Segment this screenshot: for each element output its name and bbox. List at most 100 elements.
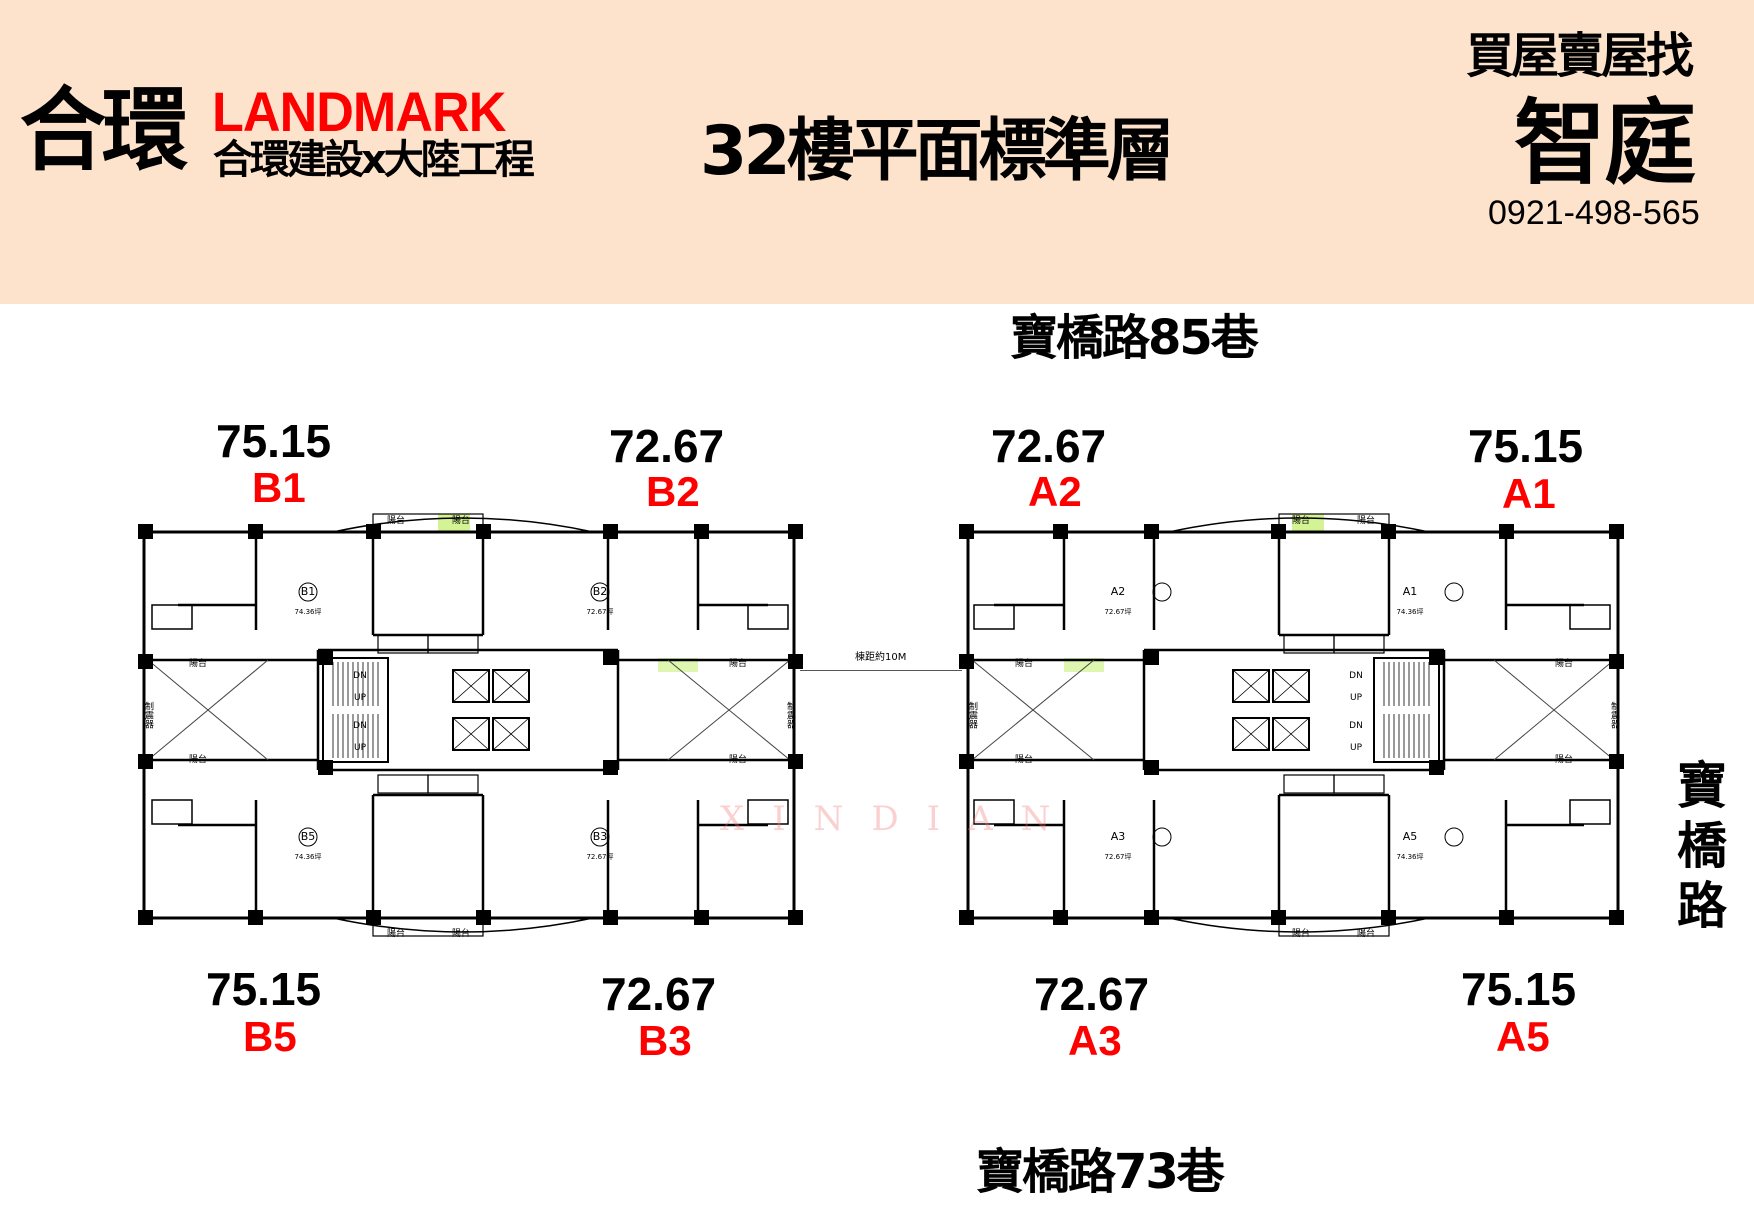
- highlight-patch: [658, 658, 698, 672]
- balcony-label: 陽台: [387, 514, 405, 526]
- structural-column: [1499, 910, 1514, 925]
- elevator-cross: [452, 717, 490, 751]
- structural-column: [1609, 754, 1624, 769]
- structural-column: [788, 754, 803, 769]
- structural-column: [476, 910, 491, 925]
- agent-phone: 0921-498-565: [1488, 194, 1700, 232]
- unit-id-circle: [1444, 827, 1464, 847]
- floor-plan-building-b: 陽台 陽台 陽台 陽台 陽台 陽台 陽台 陽台 制震器 制震器 DN UP DN…: [138, 513, 803, 939]
- structural-column: [1381, 910, 1396, 925]
- unit-id-circle: [1444, 582, 1464, 602]
- elevator: [452, 669, 490, 703]
- bathroom: [747, 799, 789, 825]
- bathroom: [1283, 774, 1335, 794]
- plan-unit-area: 74.36坪: [1396, 608, 1423, 616]
- structural-column: [1271, 910, 1286, 925]
- structural-column: [1609, 654, 1624, 669]
- unit-area-b3: 72.67: [601, 968, 717, 1020]
- balcony-label: 陽台: [1015, 753, 1033, 765]
- structural-column: [248, 524, 263, 539]
- floor-plan-building-a: 陽台 陽台 陽台 陽台 陽台 陽台 陽台 陽台 制震器 制震器 DN UP DN…: [959, 513, 1624, 939]
- floor-plan-geometry: [138, 513, 803, 937]
- brand-subtitle: 合環建設x大陸工程: [213, 137, 535, 183]
- page-title: 32樓平面標準層: [700, 112, 1175, 191]
- building-gap-line: [800, 670, 962, 671]
- structural-bay-cross: [1493, 659, 1615, 761]
- balcony-label: 陽台: [1015, 657, 1033, 669]
- bathroom: [377, 774, 429, 794]
- balcony-label: 陽台: [729, 753, 747, 765]
- plan-unit-id: B1: [301, 585, 316, 598]
- bathroom: [427, 774, 479, 794]
- structural-column: [959, 524, 974, 539]
- unit-area-b1: 75.15: [216, 415, 332, 467]
- plan-unit-area: 72.67坪: [1104, 853, 1131, 861]
- unit-label-b2: B2: [646, 468, 700, 515]
- damper-label: 制震器: [1609, 700, 1620, 728]
- structural-column: [248, 910, 263, 925]
- structural-column: [603, 910, 618, 925]
- structural-column: [1499, 524, 1514, 539]
- unit-id-circle: [590, 582, 610, 602]
- agent-tagline: 買屋賣屋找: [1466, 28, 1694, 84]
- plan-unit-id: B3: [593, 830, 608, 843]
- elevator: [1272, 669, 1310, 703]
- elevator-cross: [1232, 717, 1270, 751]
- balcony-label: 陽台: [189, 753, 207, 765]
- stair-down-label: DN: [353, 671, 367, 681]
- plan-unit-id: B2: [593, 585, 608, 598]
- elevator: [492, 717, 530, 751]
- balcony-label: 陽台: [1292, 514, 1310, 526]
- plan-unit-id: A1: [1403, 585, 1418, 598]
- unit-id-circle: [1152, 582, 1172, 602]
- structural-column: [366, 524, 381, 539]
- brand-logo-en: LANDMARK: [212, 80, 506, 143]
- structural-column: [1381, 524, 1396, 539]
- elevator: [1232, 669, 1270, 703]
- building-gap-label: 棟距約10M: [855, 652, 907, 663]
- road-label-bottom: 寶橋路73巷: [976, 1144, 1225, 1200]
- structural-column: [694, 524, 709, 539]
- structural-column: [1053, 910, 1068, 925]
- unit-area-a3: 72.67: [1034, 968, 1150, 1020]
- balcony-label: 陽台: [1555, 753, 1573, 765]
- structural-column: [959, 654, 974, 669]
- brand-logo-cn: 合環: [20, 78, 188, 184]
- structural-column: [138, 524, 153, 539]
- stair-up-label: UP: [354, 693, 367, 703]
- damper-label: 制震器: [785, 700, 796, 728]
- unit-area-b2: 72.67: [609, 420, 725, 472]
- structural-column: [1144, 910, 1159, 925]
- structural-bay-cross: [971, 659, 1095, 761]
- stair-down-label: DN: [353, 721, 367, 731]
- bathroom: [151, 604, 193, 630]
- bathroom: [1283, 634, 1335, 654]
- stairwell: [1373, 657, 1440, 763]
- structural-column: [959, 910, 974, 925]
- structural-column: [788, 654, 803, 669]
- plan-unit-area: 74.36坪: [1396, 853, 1423, 861]
- unit-id-circle: [298, 827, 318, 847]
- unit-label-b5: B5: [243, 1013, 297, 1060]
- structural-column: [366, 910, 381, 925]
- bathroom: [747, 604, 789, 630]
- structural-column: [138, 754, 153, 769]
- bathroom: [151, 799, 193, 825]
- plan-unit-id: A2: [1111, 585, 1126, 598]
- structural-column: [603, 760, 618, 775]
- stairwell: [322, 657, 389, 763]
- plan-unit-id: A5: [1403, 830, 1418, 843]
- outer-wall: [966, 530, 1620, 920]
- plan-unit-area: 74.36坪: [294, 853, 321, 861]
- watermark: XINDIAN: [720, 799, 1079, 839]
- damper-label: 制震器: [967, 700, 978, 728]
- structural-column: [138, 654, 153, 669]
- header-banner: [0, 0, 1754, 304]
- structural-column: [138, 910, 153, 925]
- stair-down-label: DN: [1349, 721, 1363, 731]
- plan-unit-area: 72.67坪: [586, 853, 613, 861]
- structural-column: [788, 910, 803, 925]
- stair-up-label: UP: [1350, 693, 1363, 703]
- structural-column: [476, 524, 491, 539]
- road-label-top: 寶橋路85巷: [1010, 310, 1259, 366]
